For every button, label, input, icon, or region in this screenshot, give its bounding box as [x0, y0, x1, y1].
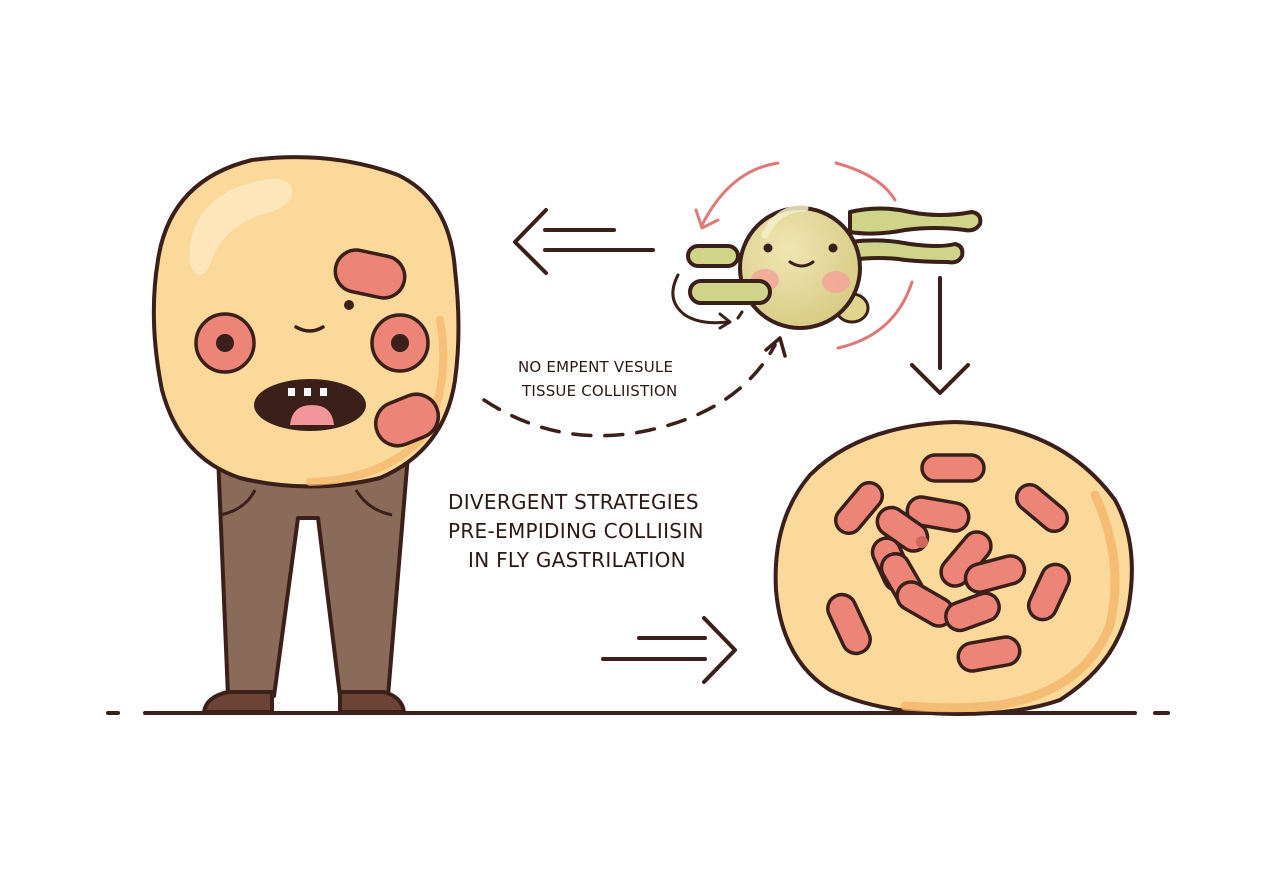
- rod-cluster: [826, 453, 1072, 673]
- character-head: [151, 155, 461, 489]
- annotation-line-2: TISSUE COLLIISTION: [522, 382, 678, 400]
- vesicle-figure: [671, 161, 983, 350]
- dashed-curved-arrow-icon: [482, 336, 787, 438]
- character-figure: [151, 155, 461, 714]
- annotation-label: NO EMPENT VESULE TISSUE COLLIISTION: [518, 355, 677, 403]
- double-line-left-arrow-icon: [513, 208, 655, 275]
- left-eye: [194, 312, 256, 374]
- down-arrow-icon: [910, 276, 970, 395]
- double-line-right-arrow-icon: [601, 616, 737, 684]
- open-mouth: [254, 379, 366, 431]
- title-line-1: DIVERGENT STRATEGIES: [448, 490, 699, 514]
- annotation-line-1: NO EMPENT VESULE: [518, 358, 674, 376]
- shoes: [202, 690, 406, 714]
- diagram-title: DIVERGENT STRATEGIES PRE-EMPIDING COLLII…: [448, 488, 704, 575]
- right-eye: [370, 313, 430, 373]
- rotation-arcs-icon: [694, 161, 914, 350]
- cell-figure: [773, 419, 1134, 717]
- title-line-3: IN FLY GASTRILATION: [468, 548, 686, 572]
- trousers: [216, 453, 410, 698]
- title-line-2: PRE-EMPIDING COLLIISIN: [448, 519, 704, 543]
